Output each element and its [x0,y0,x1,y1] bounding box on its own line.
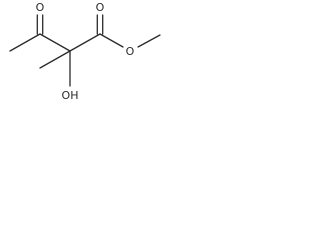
bond-alpha-carbon-ester-carbon [69,33,101,52]
bond-ketone-carbon-alpha-carbon [39,33,71,52]
hydroxyl-label: OH [62,89,79,102]
bond-methyl-ketone-carbon [9,33,41,52]
bond-ester-carbon-ether-oxygen [99,33,124,48]
ester-carbonyl-oxygen-label: O [96,1,105,14]
structure-diagram: O OH O O [9,1,161,102]
ketone-oxygen-label: O [36,1,45,14]
bond-ether-oxygen-methyl [137,34,161,48]
ester-ether-oxygen-label: O [126,45,135,58]
bond-alpha-carbon-methyl [39,50,71,69]
